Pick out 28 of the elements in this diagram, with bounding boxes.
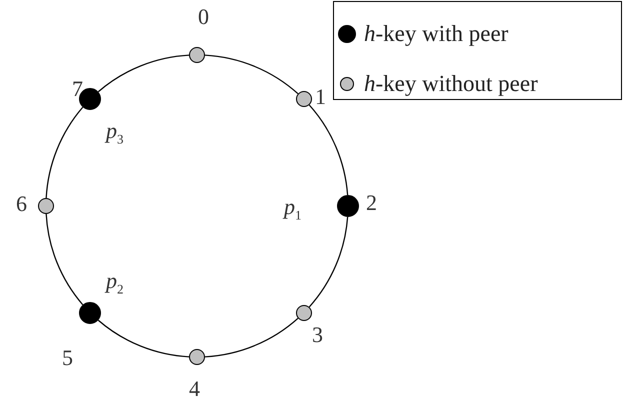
peer-label: p$_{2}$ [106,270,124,296]
key-number: 1 [315,86,326,108]
key-number: 5 [62,347,73,369]
legend-text: h-key with peer [364,22,508,45]
key-dot [189,47,205,63]
ring-arc [98,320,190,358]
peer-label: p$_{3}$ [106,120,124,146]
key-number: 0 [198,6,209,28]
ring-arc [204,54,298,94]
ring-arc [308,216,348,308]
ring-arc [46,106,84,198]
key-number: 6 [16,193,27,215]
ring-arc [308,104,348,196]
peer-key-dot [79,302,102,324]
peer-label: p$_{1}$ [284,196,302,222]
key-number: 4 [189,378,200,400]
ring-arc [98,54,190,92]
peer-key-dot [337,195,359,217]
legend-text: h-key without peer [364,72,538,95]
key-number: 7 [72,78,83,100]
key-dot [296,304,312,321]
key-number: 2 [366,192,377,214]
key-dot [38,198,54,214]
ring-arc [204,318,298,358]
key-dot [189,349,205,365]
key-dot [296,91,312,108]
key-number: 3 [312,324,323,346]
ring-arc [46,214,84,306]
